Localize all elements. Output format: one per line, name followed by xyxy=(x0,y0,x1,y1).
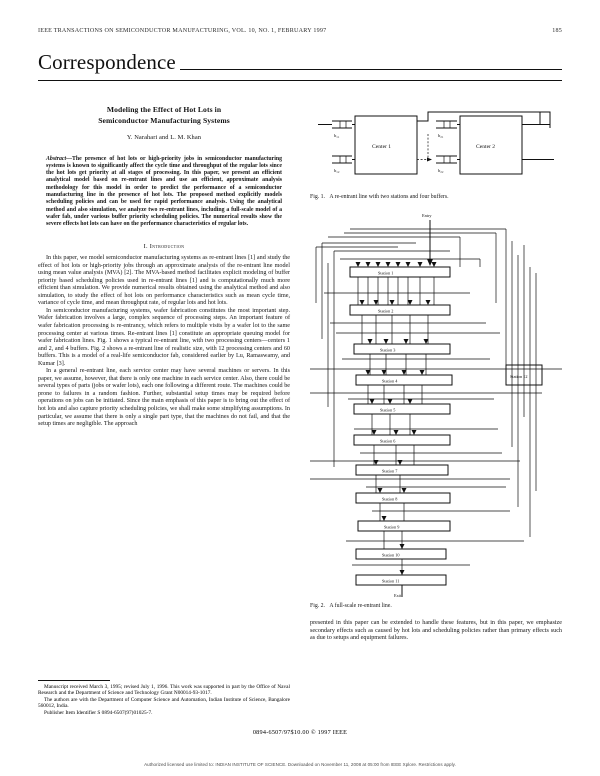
figure-1-label: Fig. 1. xyxy=(310,194,325,200)
journal-title: IEEE TRANSACTIONS ON SEMICONDUCTOR MANUF… xyxy=(38,28,327,34)
fig1-buffer-b22: b₂₂ xyxy=(436,155,460,173)
page-title: Modeling the Effect of Hot Lots in Semic… xyxy=(52,104,276,126)
fig1-buffer-b11: b₁₁ xyxy=(332,120,355,138)
fig1-b22-label: b₂₂ xyxy=(438,168,444,173)
fig2-station-6-label: Station 6 xyxy=(380,439,396,444)
figure-1-caption: Fig. 1. A re-entrant line with two stati… xyxy=(310,194,562,201)
figure-2: Entry Station 1 Station 2 Station 3 xyxy=(310,207,562,610)
fig1-center1-label: Center 1 xyxy=(372,144,391,150)
intro-paragraph-1: In this paper, we model semiconductor ma… xyxy=(38,255,290,307)
fig2-station-8: Station 8 xyxy=(355,492,451,504)
footnote-manuscript: Manuscript received March 3, 1995; revis… xyxy=(38,683,290,697)
fig2-arrowheads xyxy=(355,262,437,575)
fig2-station-6: Station 6 xyxy=(353,434,451,446)
fig2-exit-label: Exit xyxy=(394,593,402,598)
fig2-entry-label: Entry xyxy=(422,213,432,218)
fig2-station-9: Station 9 xyxy=(357,520,451,532)
fig2-station-11: Station 11 xyxy=(355,574,447,586)
fig1-center2-label: Center 2 xyxy=(476,144,495,150)
fig2-station-12-label: Station 12 xyxy=(510,374,528,379)
fig2-station-10: Station 10 xyxy=(355,548,447,560)
article-title-line2: Semiconductor Manufacturing Systems xyxy=(98,116,230,125)
page-number: 185 xyxy=(552,28,562,34)
figure-1: Center 1 Center 2 b₁₁ xyxy=(310,104,562,201)
fig1-b21-label: b₂₁ xyxy=(438,133,444,138)
fig2-station-1: Station 1 xyxy=(349,266,451,278)
fig2-station-3-label: Station 3 xyxy=(380,348,395,353)
figure-1-caption-text: A re-entrant line with two stations and … xyxy=(329,194,449,200)
fig1-buffer-b21: b₂₁ xyxy=(436,120,460,138)
fig2-station-9-label: Station 9 xyxy=(384,525,399,530)
copyright-line: 0894-6507/97$10.00 © 1997 IEEE xyxy=(252,729,348,736)
footnote-rule xyxy=(38,679,110,681)
figure-2-caption: Fig. 2. A full-scale re-entrant line. xyxy=(310,603,562,610)
fig1-b12-label: b₁₂ xyxy=(334,168,340,173)
figure-2-graphic: Entry Station 1 Station 2 Station 3 xyxy=(310,213,562,598)
abstract-text: The presence of hot lots or high-priorit… xyxy=(46,155,282,228)
fig2-station-4-label: Station 4 xyxy=(382,379,398,384)
left-column: Modeling the Effect of Hot Lots in Semic… xyxy=(38,104,290,429)
section-banner-title: Correspondence xyxy=(38,50,176,74)
article-title-line1: Modeling the Effect of Hot Lots in xyxy=(106,105,222,114)
figure-1-graphic: Center 1 Center 2 b₁₁ xyxy=(318,111,554,175)
intro-paragraph-2: In semiconductor manufacturing systems, … xyxy=(38,307,290,367)
figure-2-caption-text: A full-scale re-entrant line. xyxy=(329,603,392,609)
fig2-station-7: Station 7 xyxy=(355,464,449,476)
fig2-station-4: Station 4 xyxy=(355,374,453,386)
fig2-station-5-label: Station 5 xyxy=(380,408,395,413)
fig2-station-3: Station 3 xyxy=(353,343,451,355)
right-column: Center 1 Center 2 b₁₁ xyxy=(310,104,562,643)
fig2-station-8-label: Station 8 xyxy=(382,497,397,502)
fig1-b11-label: b₁₁ xyxy=(334,133,340,138)
download-notice: Authorized licensed use limited to: INDI… xyxy=(144,762,456,767)
fig2-station-1-label: Station 1 xyxy=(378,271,393,276)
banner-rule-lower xyxy=(38,80,562,81)
fig1-buffer-b12: b₁₂ xyxy=(332,155,355,173)
fig2-station-10-label: Station 10 xyxy=(382,553,400,558)
footnote-block: Manuscript received March 3, 1995; revis… xyxy=(38,679,290,717)
banner-rule xyxy=(179,69,562,70)
right-column-continuation: presented in this paper can be extended … xyxy=(310,620,562,642)
author-list: Y. Narahari and L. M. Khan xyxy=(126,134,202,141)
correspondence-banner: Correspondence xyxy=(38,52,562,73)
running-head: IEEE TRANSACTIONS ON SEMICONDUCTOR MANUF… xyxy=(38,28,562,34)
footnote-publisher-item: Publisher Item Identifier S 0894-6507(97… xyxy=(44,709,153,716)
footnote-affiliation: The authors are with the Department of C… xyxy=(38,696,290,710)
intro-paragraph-3: In a general re-entrant line, each servi… xyxy=(38,368,290,428)
fig2-station-11-label: Station 11 xyxy=(382,579,399,584)
fig2-station-7-label: Station 7 xyxy=(382,469,398,474)
fig2-station-2: Station 2 xyxy=(349,304,451,316)
section-heading-introduction: I. Introduction xyxy=(143,242,185,250)
fig2-station-2-label: Station 2 xyxy=(378,309,393,314)
figure-2-label: Fig. 2. xyxy=(310,603,325,609)
fig2-routing xyxy=(310,228,562,575)
fig2-station-5: Station 5 xyxy=(353,403,451,415)
abstract-lead: Abstract— xyxy=(46,155,72,162)
abstract: Abstract—The presence of hot lots or hig… xyxy=(46,156,282,229)
